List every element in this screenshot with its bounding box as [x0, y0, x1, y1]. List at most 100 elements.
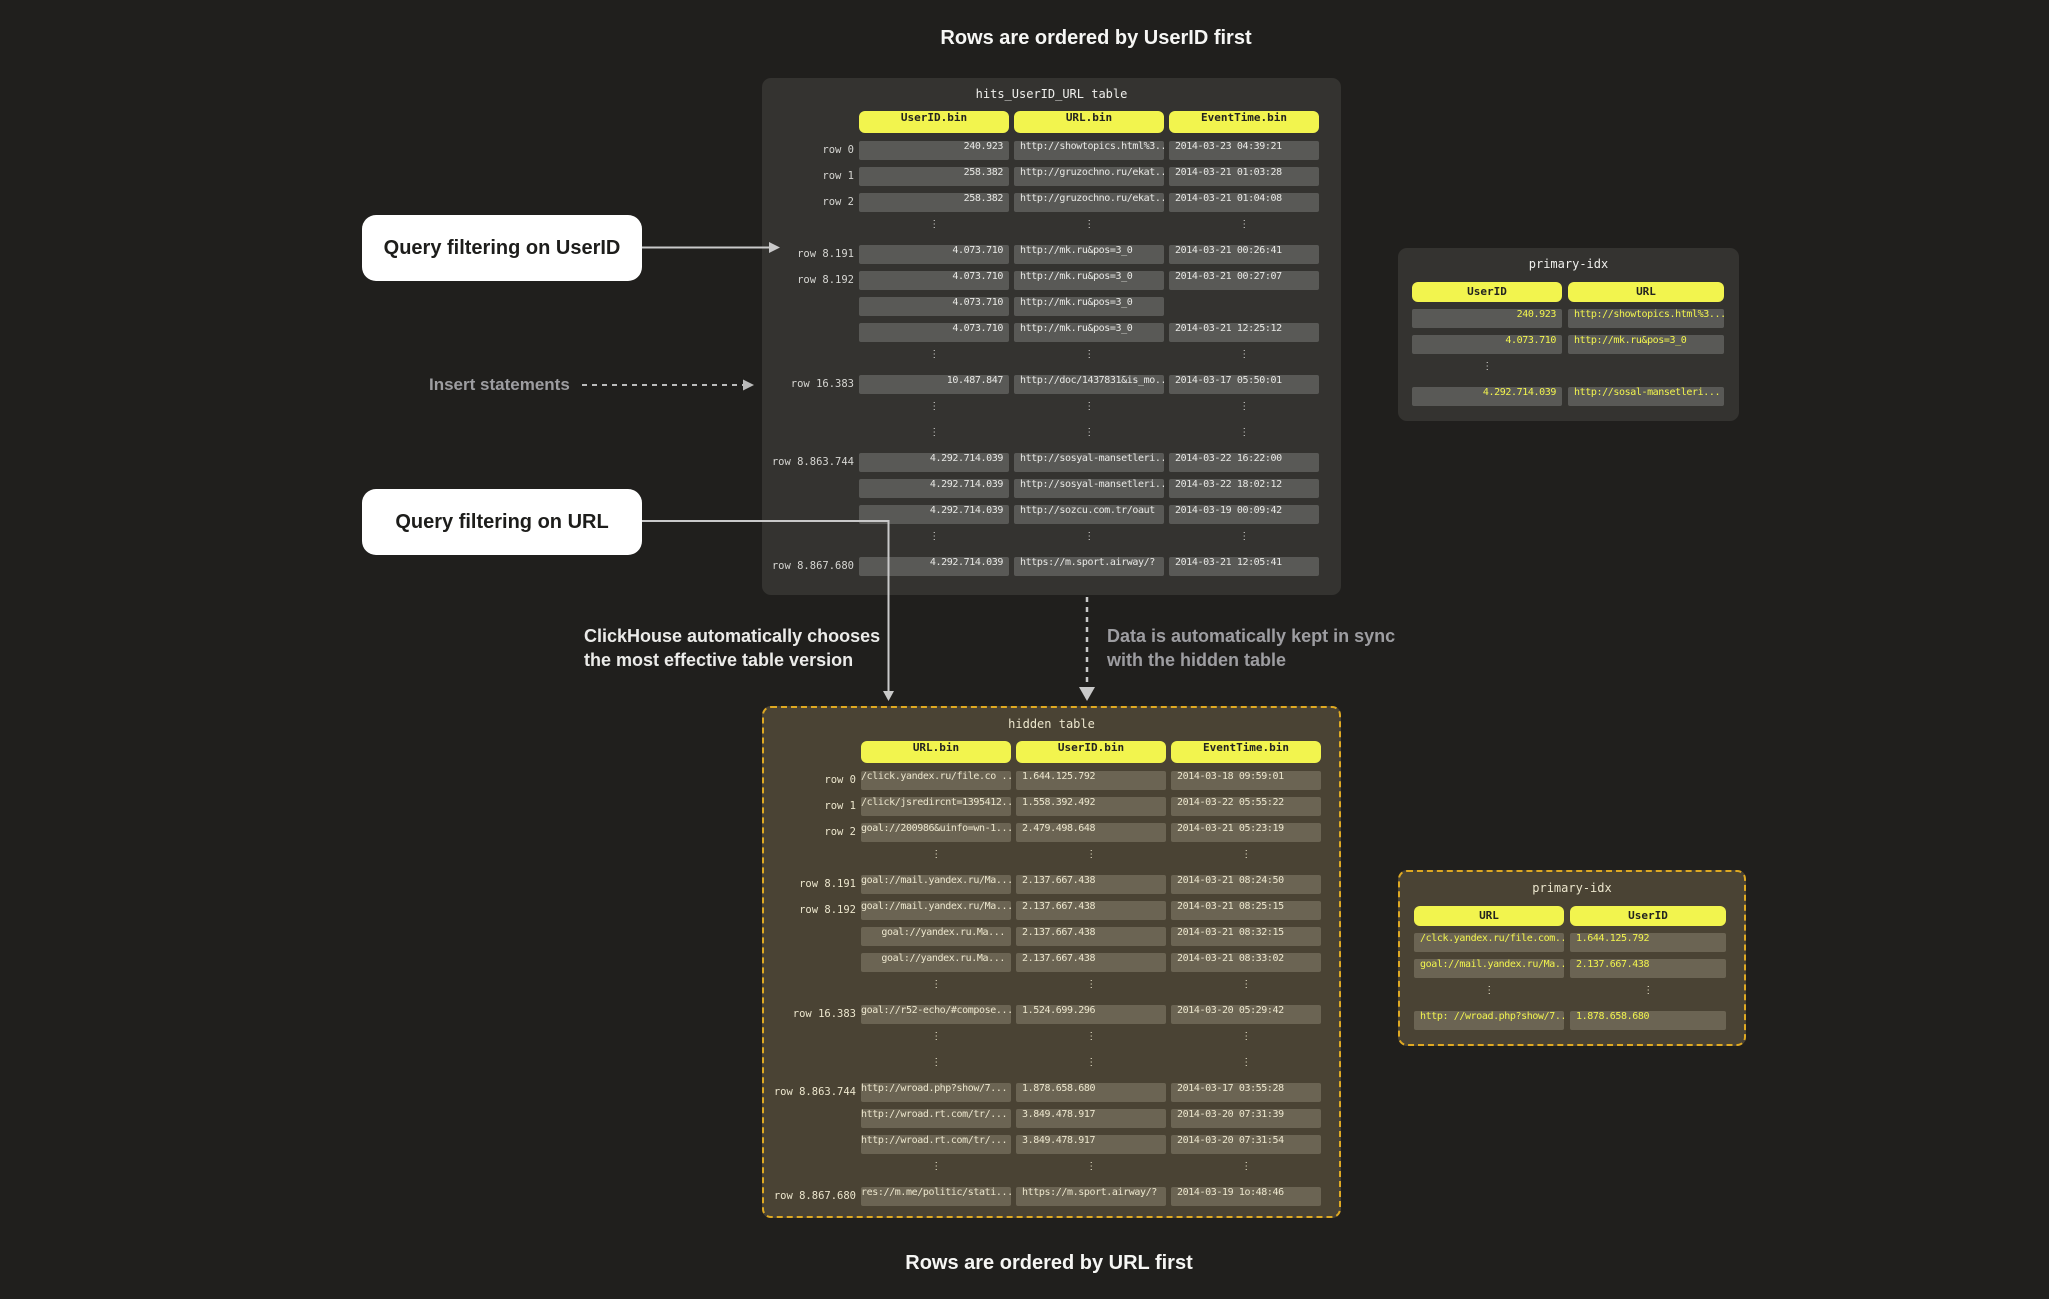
table-cell: 2014-03-19 1o:48:46	[1171, 1186, 1321, 1206]
table-cell: goal://yandex.ru.Ma...	[861, 952, 1011, 972]
table-cell: 1.878.658.680	[1016, 1082, 1166, 1102]
table-cell: 4.073.710	[859, 270, 1009, 290]
ellipsis-cell: ⋮	[1241, 848, 1251, 860]
table-cell: http://gruzochno.ru/ekat...	[1014, 192, 1164, 212]
table-row: /clck.yandex.ru/file.com...1.644.125.792	[1400, 929, 1744, 955]
table-cell: 4.292.714.039	[859, 478, 1009, 498]
sync-text: Data is automatically kept in sync with …	[1107, 626, 1396, 670]
insert-statements-label: Insert statements	[429, 375, 570, 394]
table-row: ⋮⋮⋮	[762, 423, 1341, 449]
table-cell: 3.849.478.917	[1016, 1108, 1166, 1128]
table-cell: http://sosyal-mansetleri...	[1014, 478, 1164, 498]
row-label: row 2	[824, 826, 856, 838]
table-cell: http://mk.ru&pos=3_0	[1014, 322, 1164, 342]
table-cell: 2014-03-21 08:33:02	[1171, 952, 1321, 972]
ellipsis-cell: ⋮	[929, 348, 939, 360]
ellipsis-cell: ⋮	[929, 218, 939, 230]
table-cell: 2014-03-17 03:55:28	[1171, 1082, 1321, 1102]
query-filtering-userid-box: Query filtering on UserID	[362, 215, 642, 281]
table-cell: 2014-03-22 18:02:12	[1169, 478, 1319, 498]
table-cell: 2.137.667.438	[1016, 874, 1166, 894]
ellipsis-cell: ⋮	[931, 1056, 941, 1068]
table-cell: http://showtopics.html%3...	[1568, 308, 1724, 328]
row-label: row 8.863.744	[773, 1086, 856, 1098]
ellipsis-cell: ⋮	[1241, 978, 1251, 990]
table-cell: 2.137.667.438	[1016, 926, 1166, 946]
row-label: row 16.383	[790, 378, 854, 390]
bottom-caption: Rows are ordered by URL first	[905, 1252, 1193, 1274]
table-cell: 2014-03-19 00:09:42	[1169, 504, 1319, 524]
table-cell: 258.382	[859, 166, 1009, 186]
table-cell: 4.292.714.039	[859, 556, 1009, 576]
row-label: row 1	[824, 800, 856, 812]
table-cell: http://mk.ru&pos=3_0	[1014, 296, 1164, 316]
table-cell: 2014-03-23 04:39:21	[1169, 140, 1319, 160]
ellipsis-cell: ⋮	[929, 426, 939, 438]
table-title: hits_UserID_URL table	[975, 87, 1128, 101]
row-label: row 0	[822, 144, 854, 156]
table-row: goal://mail.yandex.ru/Ma...2.137.667.438	[1400, 955, 1744, 981]
table-cell: 2014-03-21 12:25:12	[1169, 322, 1319, 342]
table-cell: 4.292.714.039	[859, 504, 1009, 524]
table-cell: 2014-03-21 05:23:19	[1171, 822, 1321, 842]
table-title: hidden table	[1008, 717, 1095, 731]
arrow-sync-icon	[1079, 597, 1095, 701]
table-row: ⋮⋮⋮	[764, 845, 1339, 871]
ellipsis-cell: ⋮	[1084, 218, 1094, 230]
table-cell: 3.849.478.917	[1016, 1134, 1166, 1154]
table-cell: goal://mail.yandex.ru/Ma...	[861, 874, 1011, 894]
table-cell: http://mk.ru&pos=3_0	[1014, 244, 1164, 264]
table-row: ⋮⋮⋮	[764, 1157, 1339, 1183]
table-cell: 2.479.498.648	[1016, 822, 1166, 842]
table-cell: 2014-03-22 16:22:00	[1169, 452, 1319, 472]
table-cell: /clck.yandex.ru/file.com...	[1414, 932, 1564, 952]
table-cell: 4.073.710	[859, 322, 1009, 342]
table-row: 240.923 http://showtopics.html%3...	[1398, 305, 1739, 331]
query-filtering-url-box: Query filtering on URL	[362, 489, 642, 555]
table-cell: 2.137.667.438	[1570, 958, 1726, 978]
table-cell: 2014-03-18 09:59:01	[1171, 770, 1321, 790]
table-cell: https://m.sport.airway/?	[1016, 1186, 1166, 1206]
table-cell: 240.923	[1412, 308, 1562, 328]
table-cell: /click/jsredircnt=1395412...	[861, 796, 1011, 816]
table-cell: 2014-03-20 07:31:54	[1171, 1134, 1321, 1154]
table-cell: goal://mail.yandex.ru/Ma...	[861, 900, 1011, 920]
query-filtering-userid-label: Query filtering on UserID	[383, 236, 621, 259]
table-cell: 2014-03-21 01:03:28	[1169, 166, 1319, 186]
ellipsis-cell: ⋮	[1084, 530, 1094, 542]
ellipsis-cell: ⋮	[1086, 848, 1096, 860]
table-cell: 240.923	[859, 140, 1009, 160]
row-label: row 1	[822, 170, 854, 182]
arrow-query-userid-icon	[642, 242, 780, 253]
ellipsis-cell: ⋮	[1239, 218, 1249, 230]
ellipsis-cell: ⋮	[1086, 978, 1096, 990]
table-cell: http://wroad.rt.com/tr/...	[861, 1134, 1011, 1154]
table-row: ⋮⋮⋮	[762, 527, 1341, 553]
table-row: ⋮⋮⋮	[762, 397, 1341, 423]
ellipsis-cell: ⋮	[931, 1160, 941, 1172]
ellipsis-cell: ⋮	[1239, 400, 1249, 412]
table-cell: http://wroad.php?show/7...	[861, 1082, 1011, 1102]
row-label: row 16.383	[792, 1008, 856, 1020]
column-header: UserID	[1412, 282, 1562, 302]
ellipsis-cell: ⋮	[929, 400, 939, 412]
column-header: URL	[1414, 906, 1564, 926]
column-header: URL.bin	[1014, 111, 1164, 133]
